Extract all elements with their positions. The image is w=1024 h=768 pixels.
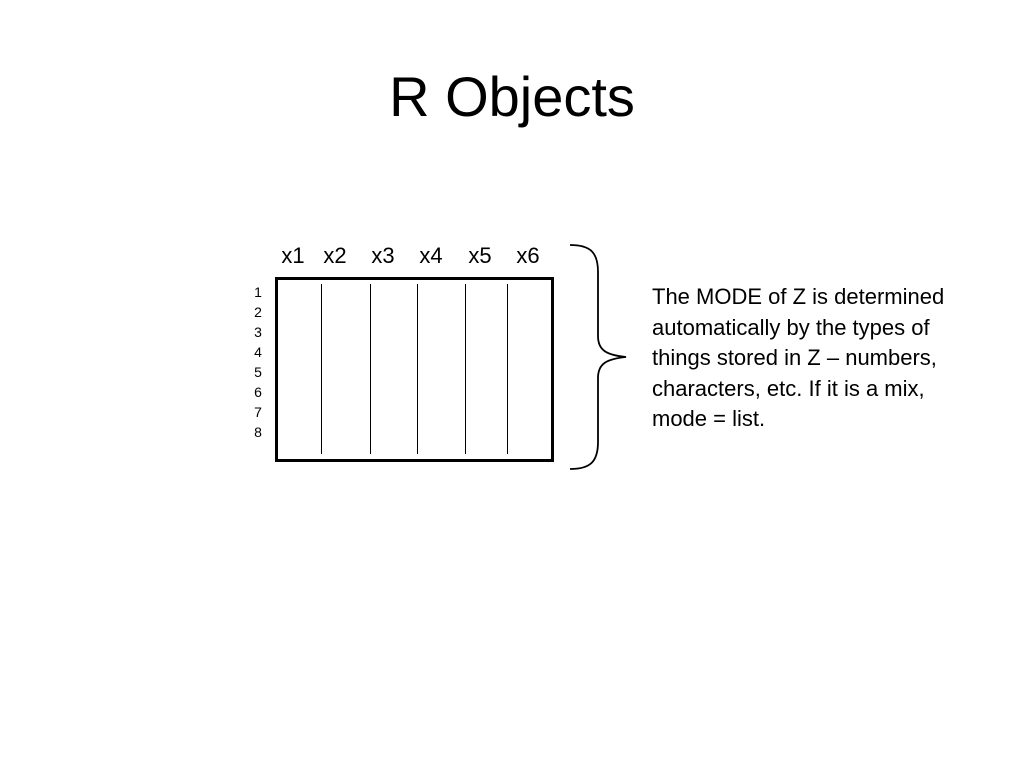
column-label: x5 — [468, 243, 492, 268]
row-label: 4 — [254, 344, 262, 360]
column-divider — [417, 284, 418, 454]
curly-brace-icon — [569, 244, 627, 470]
column-label: x1 — [281, 243, 305, 268]
column-label: x2 — [323, 243, 347, 268]
row-label: 1 — [254, 284, 262, 300]
row-label: 7 — [254, 404, 262, 420]
column-divider — [370, 284, 371, 454]
column-divider — [465, 284, 466, 454]
slide-title: R Objects — [389, 65, 635, 128]
row-label: 6 — [254, 384, 262, 400]
row-label: 8 — [254, 424, 262, 440]
row-label: 3 — [254, 324, 262, 340]
column-label: x6 — [516, 243, 540, 268]
column-divider — [507, 284, 508, 454]
row-label: 5 — [254, 364, 262, 380]
column-label: x3 — [371, 243, 395, 268]
column-divider — [321, 284, 322, 454]
row-label: 2 — [254, 304, 262, 320]
column-label: x4 — [419, 243, 443, 268]
mode-description: The MODE of Z is determined automaticall… — [652, 284, 945, 431]
data-frame-box — [275, 277, 554, 462]
